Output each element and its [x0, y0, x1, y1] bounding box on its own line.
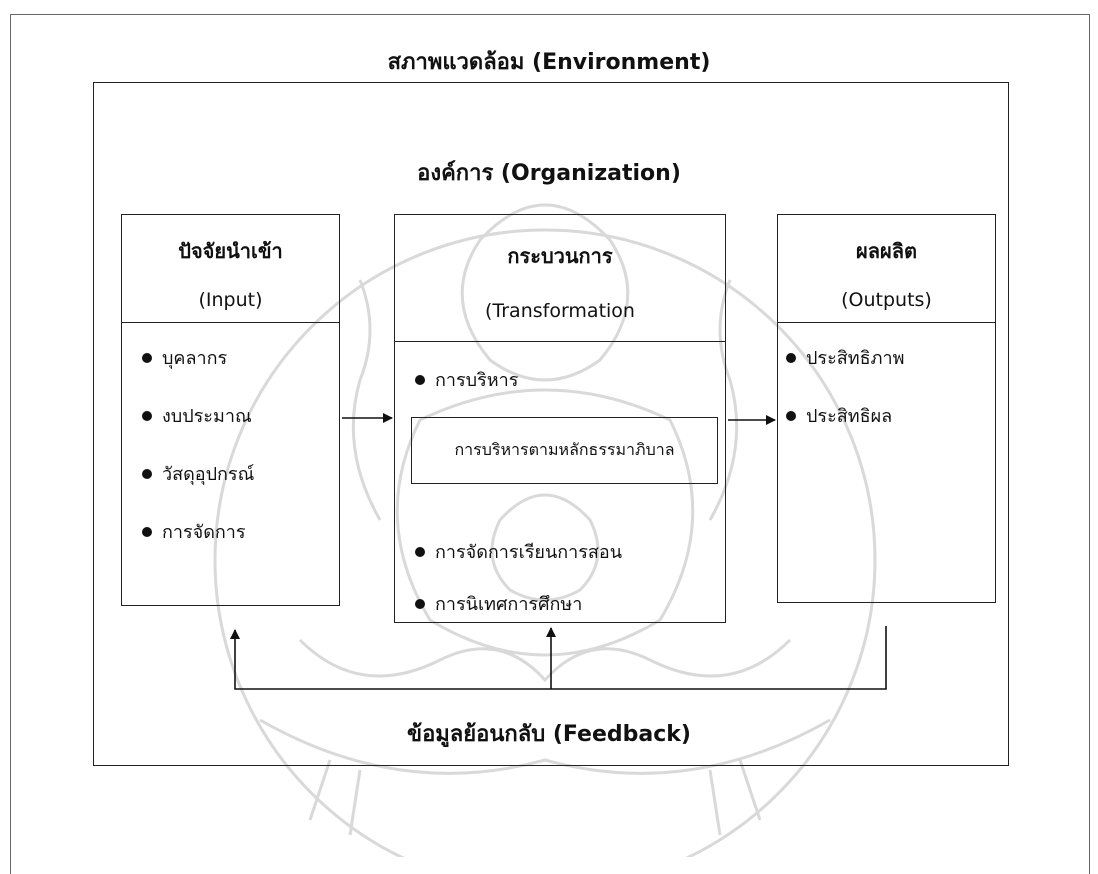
environment-box [93, 82, 1009, 766]
list-item: การจัดการ [140, 517, 254, 546]
input-list: บุคลากร งบประมาณ วัสดุอุปกรณ์ การจัดการ [140, 343, 254, 546]
list-item: บุคลากร [140, 343, 254, 372]
feedback-line [230, 626, 887, 690]
outputs-header: ผลผลิต (Outputs) [778, 215, 995, 323]
outputs-box: ผลผลิต (Outputs) ประสิทธิภาพ ประสิทธิผล [777, 214, 996, 603]
input-title-th: ปัจจัยนำเข้า [178, 239, 283, 263]
outputs-title-th: ผลผลิต [856, 239, 917, 263]
list-item: ประสิทธิภาพ [784, 343, 904, 372]
organization-title: องค์การ (Organization) [417, 161, 681, 186]
input-title-en: (Input) [198, 289, 263, 311]
feedback-title: ข้อมูลย้อนกลับ (Feedback) [407, 722, 691, 747]
list-item: การบริหาร [413, 365, 518, 394]
transformation-box: กระบวนการ (Transformation การบริหาร การจ… [394, 214, 726, 623]
list-item: ประสิทธิผล [784, 401, 904, 430]
list-item: งบประมาณ [140, 401, 254, 430]
page-frame [10, 14, 1090, 874]
transformation-first-list: การบริหาร [413, 365, 518, 394]
transformation-title-th: กระบวนการ [507, 244, 613, 268]
governance-box: การบริหารตามหลักธรรมาภิบาล [411, 417, 718, 484]
input-header: ปัจจัยนำเข้า (Input) [122, 215, 339, 323]
transformation-list: การจัดการเรียนการสอน การนิเทศการศึกษา [413, 537, 622, 618]
input-box: ปัจจัยนำเข้า (Input) บุคลากร งบประมาณ วั… [121, 214, 340, 606]
environment-title: สภาพแวดล้อม (Environment) [387, 50, 711, 75]
transformation-title-en: (Transformation [485, 300, 635, 322]
transformation-header: กระบวนการ (Transformation [395, 215, 725, 342]
outputs-title-en: (Outputs) [841, 289, 932, 311]
list-item: การนิเทศการศึกษา [413, 589, 622, 618]
outputs-list: ประสิทธิภาพ ประสิทธิผล [784, 343, 904, 430]
list-item: วัสดุอุปกรณ์ [140, 459, 254, 488]
list-item: การจัดการเรียนการสอน [413, 537, 622, 566]
